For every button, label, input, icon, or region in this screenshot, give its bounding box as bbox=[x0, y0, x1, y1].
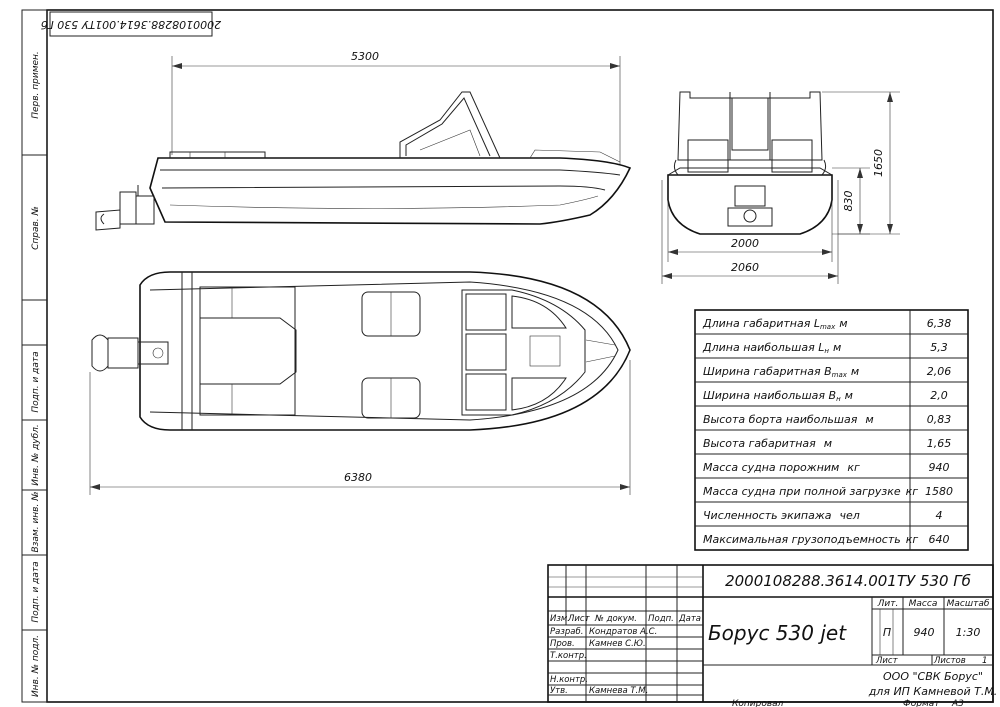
left-strip: Перв. примен. Справ. № Подп. и дата Инв.… bbox=[21, 9, 48, 703]
spec-value: 640 bbox=[929, 533, 950, 546]
spec-value: 0,83 bbox=[927, 413, 952, 426]
spec-value: 2,06 bbox=[927, 365, 952, 378]
scale-value: 1:30 bbox=[956, 626, 981, 639]
title-block: Изм. Лист № докум. Подп. Дата Разраб. Ко… bbox=[547, 564, 998, 703]
sheets-value: 1 bbox=[982, 656, 987, 666]
dim-width-outer: 2060 bbox=[731, 261, 759, 274]
role-label: Утв. bbox=[550, 686, 568, 696]
lit-value: П bbox=[883, 626, 891, 639]
side-label: Перв. примен. bbox=[31, 51, 41, 119]
role-person: Камнев С.Ю. bbox=[589, 639, 646, 649]
format-label: Формат bbox=[903, 699, 940, 707]
side-label: Взам. инв. № bbox=[31, 491, 41, 552]
top-stamp: 2000108288.3614.001ТУ 530 Гб bbox=[41, 11, 222, 37]
header-date: Дата bbox=[678, 614, 701, 624]
role-label: Т.контр. bbox=[550, 651, 587, 661]
side-label: Инв. № дубл. bbox=[31, 424, 41, 486]
sheet-frame bbox=[46, 9, 994, 703]
dim-width-inner: 2000 bbox=[731, 237, 759, 250]
mass-value: 940 bbox=[914, 626, 935, 639]
side-label: Справ. № bbox=[31, 206, 41, 250]
header-izm: Изм. bbox=[550, 614, 570, 624]
role-label: Пров. bbox=[550, 639, 575, 649]
role-person: Камнева Т.М. bbox=[589, 686, 648, 696]
dim-length-bottom: 6380 bbox=[344, 471, 372, 484]
lit-label: Лит. bbox=[877, 599, 899, 609]
scale-label: Масштаб bbox=[947, 599, 990, 609]
role-label: Н.контр. bbox=[550, 675, 588, 685]
mass-label: Масса bbox=[909, 599, 938, 609]
top-stamp-text: 2000108288.3614.001ТУ 530 Гб bbox=[41, 18, 222, 31]
side-label: Инв. № подл. bbox=[31, 635, 41, 697]
side-label: Подп. и дата bbox=[31, 351, 41, 412]
spec-value: 4 bbox=[936, 509, 943, 522]
top-view: 6380 bbox=[89, 271, 631, 495]
dim-height-total: 1650 bbox=[872, 149, 885, 177]
spec-value: 1,65 bbox=[927, 437, 952, 450]
org-line1: ООО "СВК Борус" bbox=[883, 670, 983, 683]
spec-value: 940 bbox=[929, 461, 950, 474]
org-line2: для ИП Камневой Т.М. bbox=[868, 685, 998, 698]
header-doc: № докум. bbox=[594, 614, 637, 624]
front-view: 2000 2060 830 1650 bbox=[661, 91, 900, 284]
spec-value: 5,3 bbox=[930, 341, 948, 354]
sheets-label: Листов bbox=[933, 656, 966, 666]
header-list: Лист bbox=[567, 614, 591, 624]
spec-value: 1580 bbox=[925, 485, 953, 498]
spec-value: 2,0 bbox=[930, 389, 948, 402]
format-value: А3 bbox=[951, 699, 964, 707]
spec-value: 6,38 bbox=[927, 317, 952, 330]
side-label: Подп. и дата bbox=[31, 561, 41, 622]
copied-label: Копировал bbox=[732, 699, 784, 707]
sheet-label: Лист bbox=[875, 656, 899, 666]
designation: 2000108288.3614.001ТУ 530 Гб bbox=[725, 572, 971, 590]
side-view: 5300 bbox=[95, 50, 632, 231]
dim-length-top: 5300 bbox=[351, 50, 379, 63]
role-person: Кондратов А.С. bbox=[589, 627, 657, 637]
dim-height-board: 830 bbox=[842, 191, 855, 212]
role-label: Разраб. bbox=[550, 627, 583, 637]
product-name: Борус 530 jet bbox=[708, 621, 847, 645]
header-sign: Подп. bbox=[648, 614, 674, 624]
